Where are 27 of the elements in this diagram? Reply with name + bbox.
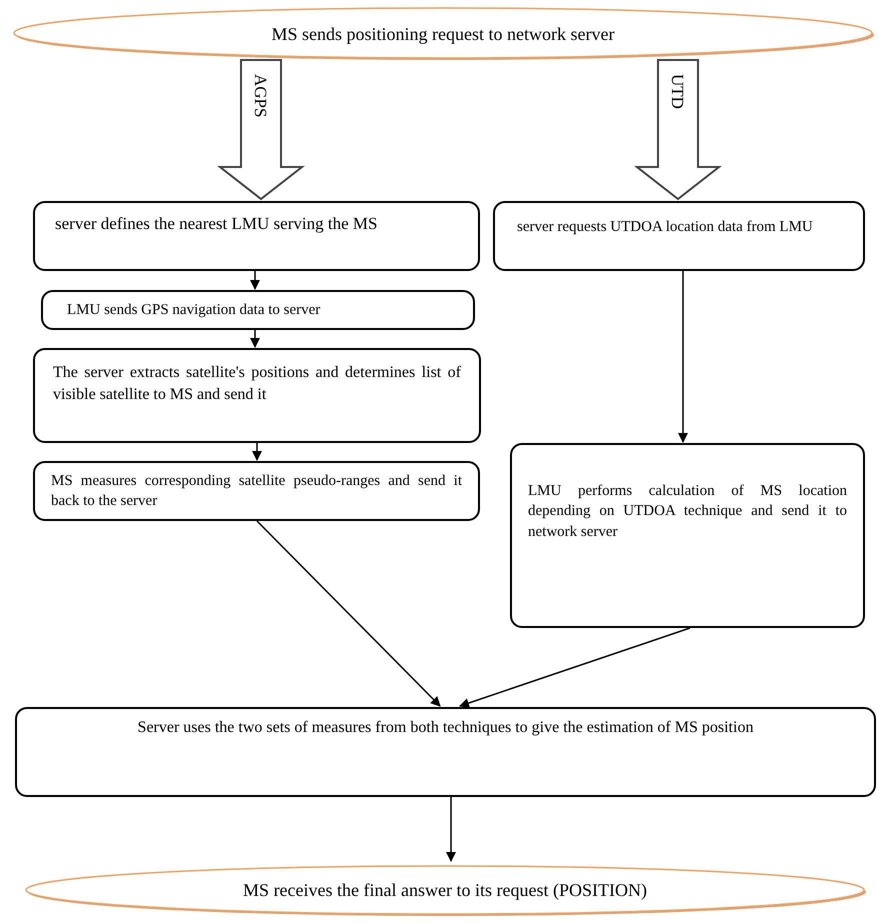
edge-label: UTD xyxy=(669,74,686,109)
node-text: MS receives the final answer to its request (POSITION) xyxy=(242,879,648,902)
process-box xyxy=(41,290,475,330)
process-box xyxy=(33,348,481,443)
node-text: MS sends positioning request to network server xyxy=(270,23,616,46)
edge-label: AGPS xyxy=(252,74,269,118)
node-text: MS measures corresponding satellite pseudo-ranges and send it back to the server xyxy=(50,472,463,512)
process-box xyxy=(33,201,480,271)
node-text: The server extracts satellite's positions and determines list of visible satellite to MS and send it xyxy=(52,363,462,405)
arrow xyxy=(678,271,688,443)
block-arrow xyxy=(634,59,722,200)
node-text: LMU sends GPS navigation data to server xyxy=(66,301,322,320)
process-box xyxy=(493,201,865,271)
node-text: server defines the nearest LMU serving the MS xyxy=(54,213,378,235)
arrow xyxy=(446,797,456,862)
block-arrow xyxy=(217,59,305,200)
process-box xyxy=(15,707,876,797)
arrow xyxy=(250,330,260,348)
arrow xyxy=(252,443,262,461)
process-box xyxy=(510,443,865,628)
arrow xyxy=(250,271,260,290)
arrow xyxy=(459,627,690,708)
process-box xyxy=(33,461,480,521)
node-text: server requests UTDOA location data from LMU xyxy=(516,218,814,237)
node-text: Server uses the two sets of measures from both techniques to give the estimation of MS position xyxy=(136,718,754,738)
node-text: LMU performs calculation of MS location depending on UTDOA technique and send it to network server xyxy=(527,482,848,542)
arrow xyxy=(256,520,441,707)
